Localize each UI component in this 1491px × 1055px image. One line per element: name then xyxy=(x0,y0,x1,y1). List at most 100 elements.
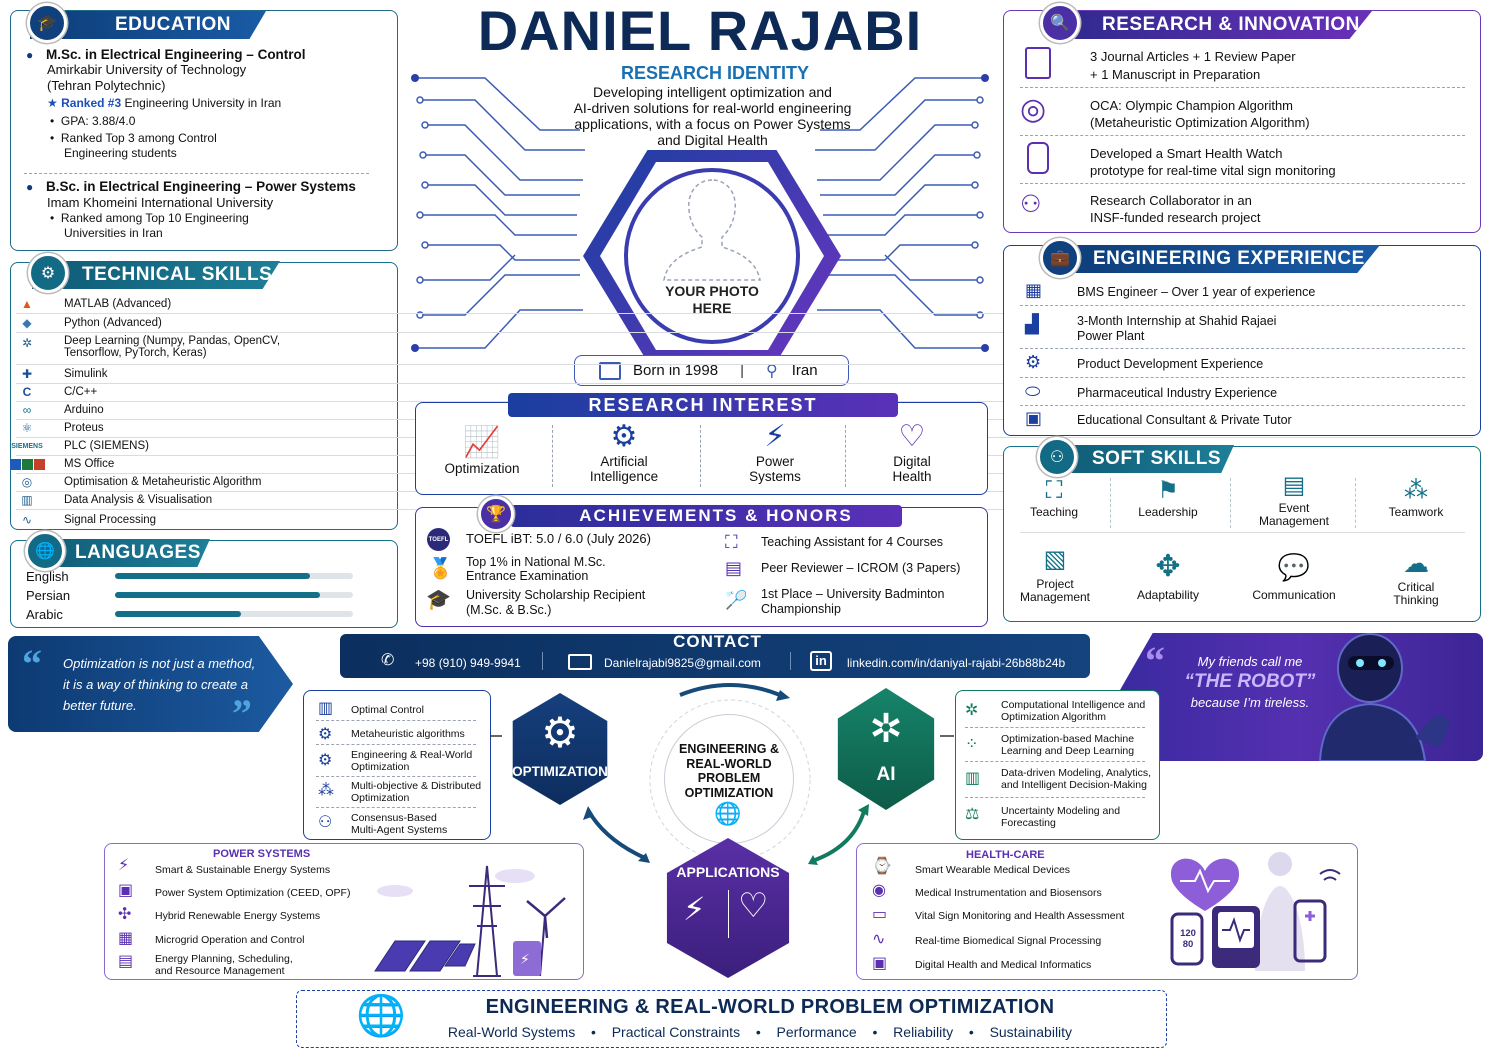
energy-illustration: ⚡ xyxy=(374,865,566,977)
footer-items: Real-World Systems•Practical Constraints… xyxy=(447,1024,1073,1040)
neural-network-icon: ✲ xyxy=(21,335,33,350)
ms-office-icon xyxy=(7,457,47,472)
optimization-list-card xyxy=(303,690,491,840)
name-title: DANIEL RAJABI xyxy=(477,0,923,62)
optimization-label: OPTIMIZATION xyxy=(512,764,608,779)
experience-card xyxy=(1003,245,1481,436)
bar-chart-icon: ▥ xyxy=(21,493,33,507)
siemens-logo: SIEMENS xyxy=(11,442,43,450)
language-arabic: Arabic xyxy=(26,607,63,622)
msc-block: ●M.Sc. in Electrical Engineering – Contr… xyxy=(26,47,306,161)
wearable-icon: ⌚ xyxy=(872,858,892,875)
experience-header: ENGINEERING EXPERIENCE xyxy=(1055,245,1380,273)
signal-wave-icon: ∿ xyxy=(21,512,33,527)
phone-icon: ✆ xyxy=(381,652,395,669)
born-text: Born in 1998 xyxy=(633,362,719,379)
language-persian: Persian xyxy=(26,588,71,603)
quote-close-icon: ” xyxy=(232,691,252,736)
interest-card xyxy=(415,402,988,495)
signal-icon: ∿ xyxy=(872,931,886,948)
microgrid-icon: ▦ xyxy=(118,930,134,947)
team-icon: ⚇ xyxy=(1020,191,1042,218)
contact-bar xyxy=(340,634,1090,678)
linkedin-link[interactable]: linkedin.com/in/daniyal-rajabi-26b88b24b xyxy=(847,656,1066,670)
soft-skills-card xyxy=(1003,446,1481,622)
scholarship-cap-icon: 🎓 xyxy=(426,589,451,611)
toefl-badge-icon: TOEFL xyxy=(427,528,450,551)
target-arrow-icon: ◎ xyxy=(1020,93,1047,126)
power-plant-icon: ▟ xyxy=(1025,314,1039,334)
target-icon: ◎ xyxy=(21,475,33,489)
phone-link[interactable]: +98 (910) 949-9941 xyxy=(415,656,521,670)
magnifier-icon: 🔍 xyxy=(1040,3,1080,43)
wind-turbine-icon: ✣ xyxy=(118,906,132,923)
transmission-tower-icon: ⚡ xyxy=(764,420,786,453)
proteus-icon: ⚛ xyxy=(21,421,33,435)
arabic-level-bar xyxy=(115,611,353,617)
quote-open-icon: “ xyxy=(22,641,42,686)
digital-health-icon: ▣ xyxy=(872,955,888,972)
achievements-header: ACHIEVEMENTS & HONORS xyxy=(510,505,902,527)
star-icon: ★ xyxy=(47,96,58,110)
control-chart-icon: ▥ xyxy=(318,700,334,717)
robot-illustration xyxy=(1318,633,1450,761)
footer-globe-icon: 🌐 xyxy=(356,994,406,1038)
bsc-block: ●B.Sc. in Electrical Engineering – Power… xyxy=(26,179,356,241)
footer-box xyxy=(296,990,1167,1048)
biosensor-icon: ◉ xyxy=(872,882,886,899)
network-icon: ✲ xyxy=(965,702,979,719)
person-silhouette-icon xyxy=(663,179,761,281)
matlab-icon: ▲ xyxy=(21,297,33,311)
tutor-board-icon: ▣ xyxy=(1025,408,1043,428)
multi-objective-icon: ⁂ xyxy=(318,782,334,799)
globe-icon: 🌐 xyxy=(25,531,65,571)
python-icon: ◆ xyxy=(22,316,32,330)
footer-title: ENGINEERING & REAL-WORLD PROBLEM OPTIMIZ… xyxy=(485,996,1055,1018)
analytics-icon: ▥ xyxy=(965,770,981,787)
planning-calendar-icon: ▤ xyxy=(118,953,134,970)
graduation-cap-icon: 🎓 xyxy=(27,3,67,43)
english-level-bar xyxy=(115,573,353,579)
heart-pulse-icon: ♡ xyxy=(898,420,926,453)
project-clipboard-icon: ▧ xyxy=(1043,546,1067,573)
ai-list-card xyxy=(955,690,1160,840)
research-header: RESEARCH & INNOVATION xyxy=(1052,11,1372,39)
achievements-card xyxy=(415,507,988,627)
education-header: EDUCATION xyxy=(30,11,266,39)
teamwork-icon: ⁂ xyxy=(1404,477,1428,504)
language-english: English xyxy=(26,569,69,584)
optimization-gear-icon: ⚙ xyxy=(541,709,579,756)
research-card xyxy=(1003,10,1481,233)
ai-brain-icon: ⚙ xyxy=(610,420,638,453)
skills-header: TECHNICAL SKILLS xyxy=(32,261,280,289)
metaheuristic-icon: ⚙ xyxy=(318,726,333,743)
interest-optimization: 📈Optimization xyxy=(432,425,532,476)
quote-box xyxy=(8,636,293,732)
quote-text: Optimization is not just a method,it is … xyxy=(63,656,256,713)
email-link[interactable]: Danielrajabi9825@gmail.com xyxy=(604,656,761,670)
brain-icon: ☁ xyxy=(1403,548,1429,578)
soft-skills-header: SOFT SKILLS xyxy=(1052,445,1234,473)
center-globe-icon: 🌐 xyxy=(714,801,742,826)
pill-capsule-icon: ⬭ xyxy=(1025,381,1041,401)
simulink-icon: ✚ xyxy=(21,367,33,381)
multi-agent-icon: ⚇ xyxy=(318,814,333,831)
power-opt-icon: ▣ xyxy=(118,882,134,899)
health-care-title: HEALTH-CARE xyxy=(966,849,1045,861)
robot-text: My friends call me “THE ROBOT” because I… xyxy=(1184,654,1316,710)
power-systems-card xyxy=(104,843,584,980)
engineering-gear-icon: ⚙ xyxy=(318,752,333,769)
skills-card xyxy=(10,262,398,530)
growth-chart-icon: 📈 xyxy=(463,426,501,459)
power-tower-icon: ⚡ xyxy=(118,857,130,874)
heartbeat-icon: ♡ xyxy=(738,887,769,925)
calendar-icon xyxy=(599,361,621,380)
forecast-icon: ⚖ xyxy=(965,806,980,823)
applications-label: APPLICATIONS xyxy=(676,864,780,880)
event-calendar-icon: ▤ xyxy=(1282,472,1306,499)
circuit-lines xyxy=(411,74,989,352)
